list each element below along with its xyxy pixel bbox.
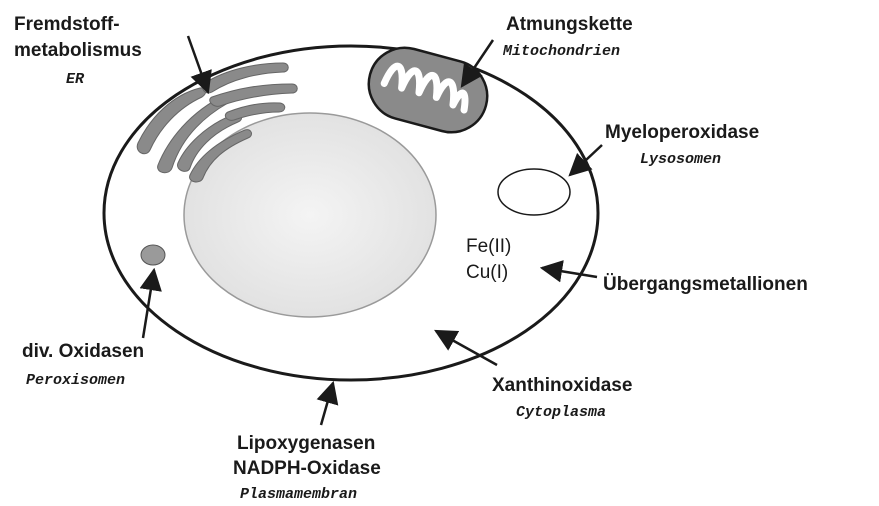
lyso-label: Myeloperoxidase [605,122,759,143]
cu-ion-label: Cu(I) [466,262,508,283]
perox-location: Peroxisomen [26,372,125,389]
membrane-location: Plasmamembran [240,486,357,503]
peroxisome [141,245,165,265]
lysosome [498,169,570,215]
er-location: ER [66,71,85,88]
membrane-label-line1: Lipoxygenasen [237,433,375,454]
membrane-label-line2: NADPH-Oxidase [233,458,381,479]
er-label-line1: Fremdstoff- [14,14,120,35]
xanthine-location: Cytoplasma [516,404,606,421]
mito-location: Mitochondrien [502,43,620,60]
arrow-membrane [321,383,333,425]
fe-ion-label: Fe(II) [466,236,511,257]
xanthine-label: Xanthinoxidase [492,375,632,396]
mito-label: Atmungskette [506,14,633,35]
ions-label: Übergangsmetallionen [603,274,808,295]
perox-label: div. Oxidasen [22,341,144,362]
er-label-line2: metabolismus [14,40,142,61]
lyso-location: Lysosomen [640,151,721,168]
